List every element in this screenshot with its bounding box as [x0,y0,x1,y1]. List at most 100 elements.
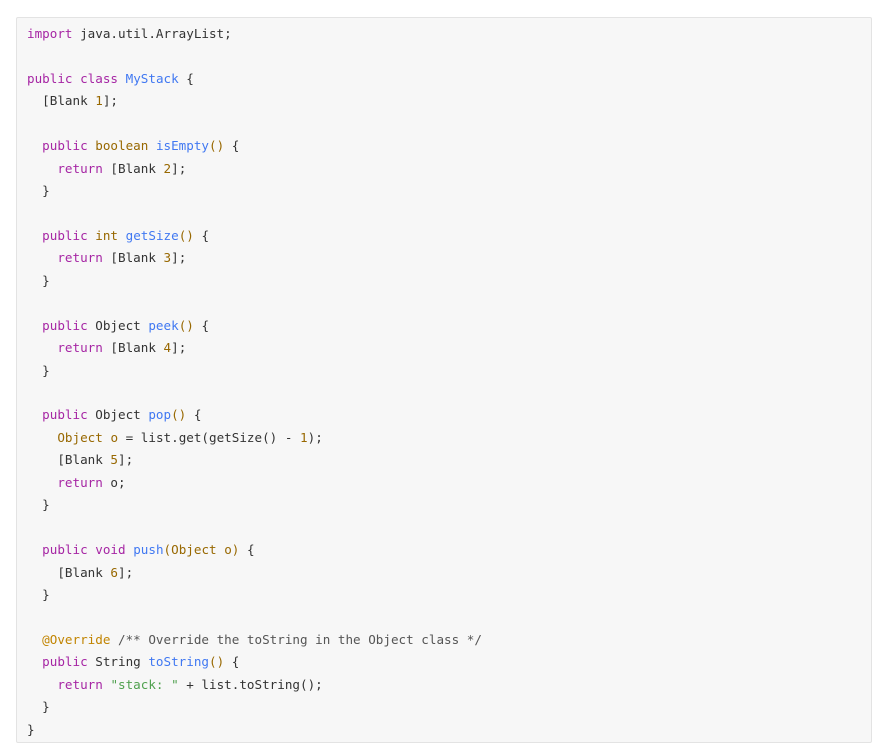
code-token: } [27,183,50,199]
code-token: ]; [171,340,187,356]
code-token [27,430,57,445]
code-token: public [42,542,88,558]
code-token: "stack: " [110,676,179,692]
code-token [27,475,57,490]
code-line: public String toString() { [27,651,861,673]
code-line: public Object pop() { [27,404,861,426]
code-token: public [42,317,88,333]
code-token: [Blank [27,452,111,468]
code-token [27,340,57,355]
code-token: String [87,654,149,670]
code-line: public int getSize() { [27,225,861,247]
code-line: public boolean isEmpty() { [27,135,861,157]
code-token: o; [102,474,126,490]
code-line: } [27,584,861,606]
code-line: [Blank 6]; [27,562,861,584]
code-token: public [42,407,88,423]
code-token: ]; [102,93,119,109]
code-token: ]; [171,160,187,176]
code-token: () [178,317,194,333]
code-token: /** Override the toString in the Object … [118,631,482,647]
code-token: public [42,227,88,243]
code-token: getSize [125,227,179,243]
code-line: } [27,494,861,516]
code-line [27,517,861,539]
code-token: pop [148,407,172,423]
code-token: Object [87,317,149,333]
code-token: 1 [300,429,308,445]
code-token: [Blank [27,564,111,580]
code-token: { [186,407,202,423]
code-token: @Override [42,631,111,647]
code-line: @Override /** Override the toString in t… [27,629,861,651]
code-token: [Blank [102,250,164,266]
code-token: ]; [171,250,187,266]
code-token: } [27,586,50,602]
code-token: MyStack [125,70,179,86]
code-token: return [57,160,103,176]
code-token: push [133,542,164,558]
code-token: () [209,138,225,154]
code-line: } [27,270,861,292]
code-block: import java.util.ArrayList; public class… [16,17,872,743]
code-token: boolean [95,138,149,154]
code-token: return [57,474,103,490]
code-line: public void push(Object o) { [27,539,861,561]
code-token: ); [307,429,323,445]
code-token [27,250,57,265]
code-token: { [224,654,240,670]
code-token [27,407,42,422]
code-token: ]; [118,452,134,468]
code-token: (Object o) [163,542,240,558]
code-token [118,228,126,243]
code-token [73,71,81,86]
code-token [27,318,42,333]
code-token: toString [148,654,210,670]
code-line [27,203,861,225]
code-token: [Blank [102,160,164,176]
code-token: } [27,699,50,715]
code-token: { [193,227,210,243]
code-token: ]; [118,564,134,580]
code-line: public Object peek() { [27,315,861,337]
code-token: 3 [163,250,172,266]
code-token [148,138,156,153]
code-token: import [27,26,73,41]
code-token [27,632,42,647]
code-token: () [178,227,194,243]
code-token [27,677,57,692]
code-token: 1 [95,93,103,109]
code-token: 2 [163,160,172,176]
code-token [27,228,42,243]
code-token: public [27,70,73,86]
code-token [110,632,118,647]
code-token: class [80,70,119,86]
code-line: return [Blank 2]; [27,158,861,180]
code-token: { [239,542,255,558]
code-token: 4 [163,340,172,356]
code-token: isEmpty [155,138,210,154]
code-token: return [57,250,103,266]
code-token: 5 [110,452,118,468]
code-token: = list.get(getSize() - [118,429,301,445]
code-token: [Blank [27,93,96,109]
code-line [27,292,861,314]
code-token: void [95,542,126,558]
code-token: () [209,654,225,670]
code-token: int [95,227,119,243]
code-line: public class MyStack { [27,68,861,90]
code-token: Object [57,429,103,445]
code-token [27,654,42,669]
code-line: } [27,696,861,718]
code-token: return [57,676,103,692]
code-line [27,45,861,67]
code-line: } [27,180,861,202]
code-token: () [171,407,187,423]
code-token: return [57,340,103,356]
code-token: + list.toString(); [178,676,323,692]
code-line: Object o = list.get(getSize() - 1); [27,427,861,449]
code-lines: import java.util.ArrayList; public class… [27,23,861,741]
code-token: [Blank [102,340,164,356]
code-token [118,71,126,86]
code-line [27,382,861,404]
